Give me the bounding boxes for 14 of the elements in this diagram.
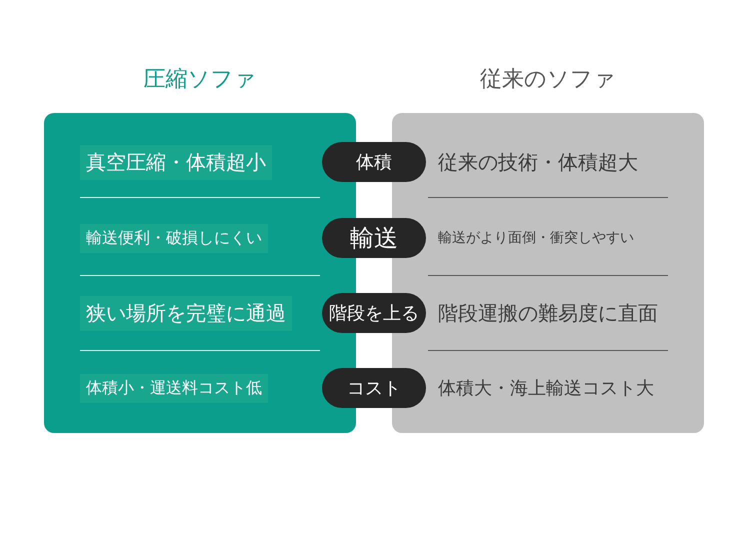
category-pill: コスト xyxy=(322,368,426,408)
column-heading: 圧縮ソファ xyxy=(44,62,356,98)
comparison-text: 階段運搬の難易度に直面 xyxy=(438,300,658,327)
comparison-text: 体積小・運送料コスト低 xyxy=(80,374,268,403)
comparison-text: 従来の技術・体積超大 xyxy=(438,149,638,176)
column-heading: 従来のソファ xyxy=(392,62,704,98)
comparison-text: 輸送がより面倒・衝突しやすい xyxy=(438,228,634,247)
comparison-text: 体積大・海上輸送コスト大 xyxy=(438,377,654,400)
comparison-text: 狭い場所を完璧に通過 xyxy=(80,296,292,331)
comparison-text: 輸送便利・破損しにくい xyxy=(80,224,268,253)
category-pill: 体積 xyxy=(322,142,426,182)
comparison-text: 真空圧縮・体積超小 xyxy=(80,145,272,180)
category-pill: 輸送 xyxy=(322,218,426,258)
category-pill: 階段を上る xyxy=(322,293,426,333)
